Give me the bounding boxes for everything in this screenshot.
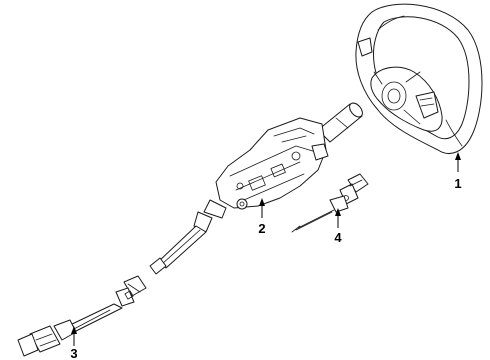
steering-wheel bbox=[355, 3, 483, 154]
callout-leaders bbox=[71, 152, 461, 346]
callout-label-1: 1 bbox=[454, 176, 461, 191]
callout-label-4: 4 bbox=[334, 230, 342, 245]
steering-column bbox=[149, 102, 363, 275]
switch-rod bbox=[291, 173, 369, 233]
callout-label-3: 3 bbox=[70, 346, 77, 360]
callout-label-2: 2 bbox=[258, 221, 265, 236]
intermediate-shaft bbox=[17, 275, 147, 357]
